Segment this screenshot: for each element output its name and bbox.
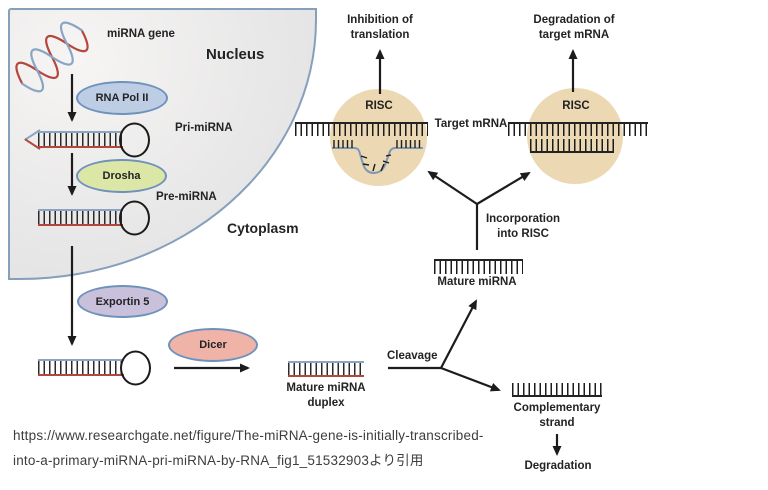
complementary-strand-label: Complementary strand bbox=[513, 402, 601, 429]
rna-pol-ii-label: RNA Pol II bbox=[95, 92, 149, 104]
target-mrna-label: Target mRNA bbox=[434, 118, 508, 130]
mature-mirna-duplex bbox=[288, 361, 364, 377]
target-mrna-right-segment bbox=[508, 122, 648, 136]
incorporation-label: Incorporation into RISC bbox=[485, 213, 561, 240]
complementary-strand bbox=[512, 383, 602, 397]
mature-duplex-label: Mature miRNA duplex bbox=[286, 382, 366, 409]
risc-left-label: RISC bbox=[365, 100, 393, 112]
dicer-label: Dicer bbox=[199, 339, 227, 351]
rna-pol-ii-enzyme: RNA Pol II bbox=[76, 81, 168, 115]
cytoplasm-hairpin bbox=[38, 350, 151, 385]
arrow-to-complementary-strand bbox=[440, 366, 501, 392]
exportin5-label: Exportin 5 bbox=[95, 295, 150, 308]
hairpin-loop bbox=[119, 122, 150, 157]
drosha-label: Drosha bbox=[102, 170, 141, 182]
pri-mirna-hairpin bbox=[24, 122, 150, 157]
degradation-bottom-label: Degradation bbox=[524, 460, 592, 472]
hairpin-loop bbox=[120, 350, 151, 385]
mature-mirna-strand bbox=[434, 259, 523, 274]
target-mrna-left-segment bbox=[295, 122, 428, 136]
degradation-top-label: Degradation of target mRNA bbox=[533, 14, 615, 41]
cleavage-label: Cleavage bbox=[387, 350, 438, 362]
nucleus-label: Nucleus bbox=[206, 46, 265, 63]
mirna-mrna-bulge-strand bbox=[332, 140, 423, 175]
arrow-to-risc-right bbox=[476, 171, 531, 205]
hairpin-loop bbox=[119, 200, 150, 235]
citation-line-1: https://www.researchgate.net/figure/The-… bbox=[13, 428, 484, 443]
pre-mirna-label: Pre-miRNA bbox=[156, 191, 217, 203]
mirna-gene-label: miRNA gene bbox=[107, 28, 175, 40]
risc-right-label: RISC bbox=[562, 100, 590, 112]
arrow-to-mature-mirna bbox=[440, 299, 477, 369]
dna-helix-icon bbox=[15, 21, 89, 93]
exportin5-enzyme: Exportin 5 bbox=[77, 285, 168, 318]
risc-complex-left bbox=[330, 89, 427, 186]
dicer-enzyme: Dicer bbox=[168, 328, 258, 362]
pre-mirna-hairpin bbox=[38, 200, 150, 235]
drosha-enzyme: Drosha bbox=[76, 159, 167, 193]
inhibition-label: Inhibition of translation bbox=[347, 14, 413, 41]
cytoplasm-label: Cytoplasm bbox=[227, 220, 299, 236]
pri-mirna-label: Pri-miRNA bbox=[175, 122, 233, 134]
citation-line-2: into-a-primary-miRNA-pri-miRNA-by-RNA_fi… bbox=[13, 453, 424, 468]
arrow-to-risc-left bbox=[427, 170, 478, 205]
mature-mirna-label: Mature miRNA bbox=[437, 276, 517, 288]
risc-complex-right bbox=[527, 88, 623, 184]
mirna-mrna-perfect-duplex bbox=[530, 139, 614, 153]
